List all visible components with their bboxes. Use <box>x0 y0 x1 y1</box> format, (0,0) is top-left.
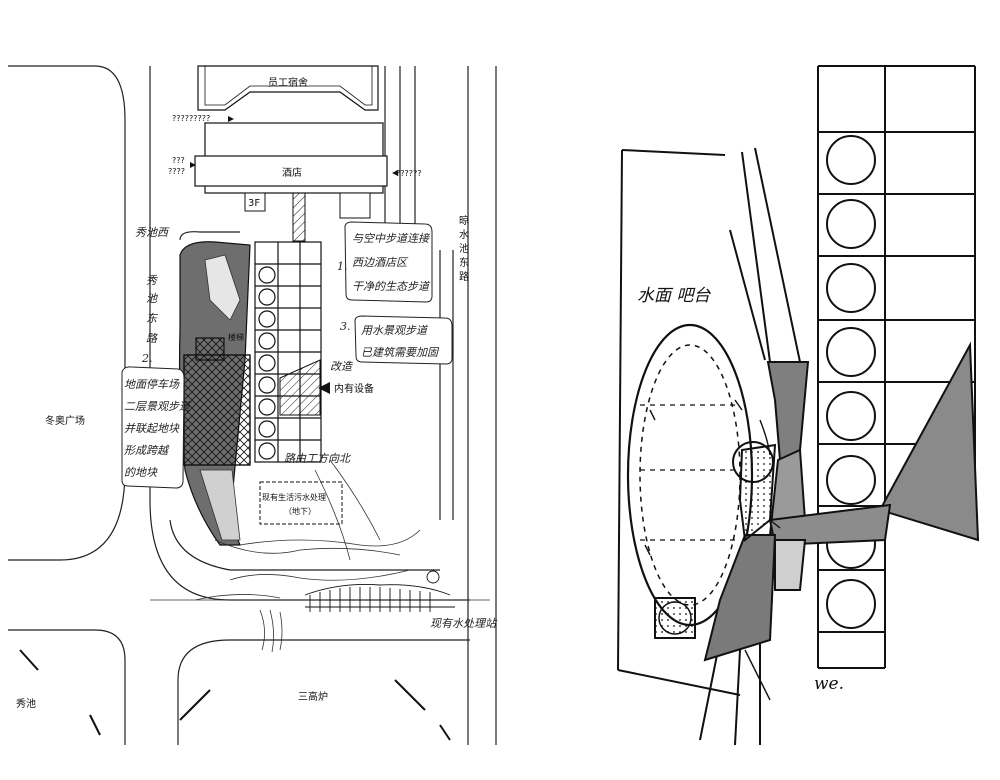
unknown-marker-right: ?????? <box>396 169 421 178</box>
svg-text:路: 路 <box>146 332 158 345</box>
svg-text:秀: 秀 <box>146 274 159 287</box>
staff-dormitory: 员工宿舍 <box>197 65 379 111</box>
equipment-label: 内有设备 <box>334 382 374 395</box>
unknown-marker-mid-2: ???? <box>168 167 185 176</box>
water-bar-annotation: 水面 吧台 <box>637 286 711 306</box>
svg-text:与空中步道连接: 与空中步道连接 <box>352 232 431 245</box>
svg-text:池: 池 <box>146 292 158 305</box>
right-boundary-lines <box>617 147 801 746</box>
site-blob: 楼梯 <box>178 241 251 546</box>
svg-text:改造: 改造 <box>330 360 353 373</box>
svg-text:已建筑需要加固: 已建筑需要加固 <box>361 346 440 359</box>
svg-text:西边酒店区: 西边酒店区 <box>352 256 409 269</box>
walk-direction-note: 路由工方向北 <box>284 452 352 465</box>
sewage-plant-label-2: （地下） <box>284 506 316 516</box>
svg-text:1.: 1. <box>337 260 348 273</box>
unknown-marker-top: ????????? <box>172 114 210 123</box>
grey-triangle <box>878 341 980 542</box>
annotation-box-2: 2. 地面停车场 二层景观步道 并联起地块 形成跨越 的地块 <box>121 352 192 489</box>
we-annotation: we. <box>814 674 844 694</box>
left-site-plan: 员工宿舍 酒店 3F ????????? ??? ???? ?????? 晾 水… <box>8 65 498 745</box>
dormitory-label: 员工宿舍 <box>268 76 308 89</box>
right-small-lines <box>644 399 781 701</box>
left-road-handwriting: 秀池西 秀 池 东 路 <box>135 226 170 345</box>
hotel-building: 酒店 3F <box>194 122 388 242</box>
svg-text:东: 东 <box>459 256 469 269</box>
svg-text:2.: 2. <box>141 352 153 365</box>
svg-text:秀池西: 秀池西 <box>135 226 170 239</box>
walkway-shapes <box>703 361 892 662</box>
svg-text:地面停车场: 地面停车场 <box>124 378 180 391</box>
column-grid <box>254 241 322 463</box>
svg-text:形成跨越: 形成跨越 <box>124 444 170 457</box>
svg-text:3.: 3. <box>340 320 351 333</box>
svg-text:用水景观步道: 用水景观步道 <box>361 324 429 337</box>
right-concept-sketch: 水面 吧台 we. <box>617 65 980 746</box>
road-east-label: 晾 水 池 东 路 <box>459 214 469 283</box>
bottom-elevation-sketch <box>304 570 455 612</box>
three-furnaces-label: 三高炉 <box>298 690 328 703</box>
annotation-box-1: 1. 与空中步道连接 西边酒店区 干净的生态步道 <box>337 221 433 303</box>
sewage-plant-label-1: 现有生活污水处理 <box>262 492 326 502</box>
svg-text:的地块: 的地块 <box>124 466 158 479</box>
bottom-water-note: 现有水处理站 <box>430 617 498 630</box>
svg-text:池: 池 <box>459 242 469 255</box>
right-column-grid <box>817 65 976 669</box>
hotel-label: 酒店 <box>282 166 302 179</box>
xiu-pool-label: 秀池 <box>16 697 36 710</box>
unknown-marker-mid-1: ??? <box>172 156 185 165</box>
stair-label: 楼梯 <box>228 332 244 342</box>
svg-text:路: 路 <box>459 270 469 283</box>
winter-olympic-plaza-label: 冬奥广场 <box>45 414 85 427</box>
svg-text:并联起地块: 并联起地块 <box>124 422 180 435</box>
annotation-box-3: 3. 用水景观步道 已建筑需要加固 改造 <box>330 315 453 373</box>
svg-text:东: 东 <box>146 312 159 325</box>
svg-text:干净的生态步道: 干净的生态步道 <box>352 280 431 293</box>
sewage-plant-outline <box>259 481 343 525</box>
road-dash-marks <box>19 649 451 741</box>
arrow-markers <box>190 116 398 176</box>
equipment-arrow <box>318 382 330 394</box>
svg-text:水: 水 <box>459 229 469 241</box>
floor-3f-label: 3F <box>248 198 260 209</box>
equipment-hatch <box>279 359 321 416</box>
road-lines <box>8 65 497 745</box>
svg-text:晾: 晾 <box>459 214 469 227</box>
svg-text:二层景观步道: 二层景观步道 <box>124 400 192 413</box>
